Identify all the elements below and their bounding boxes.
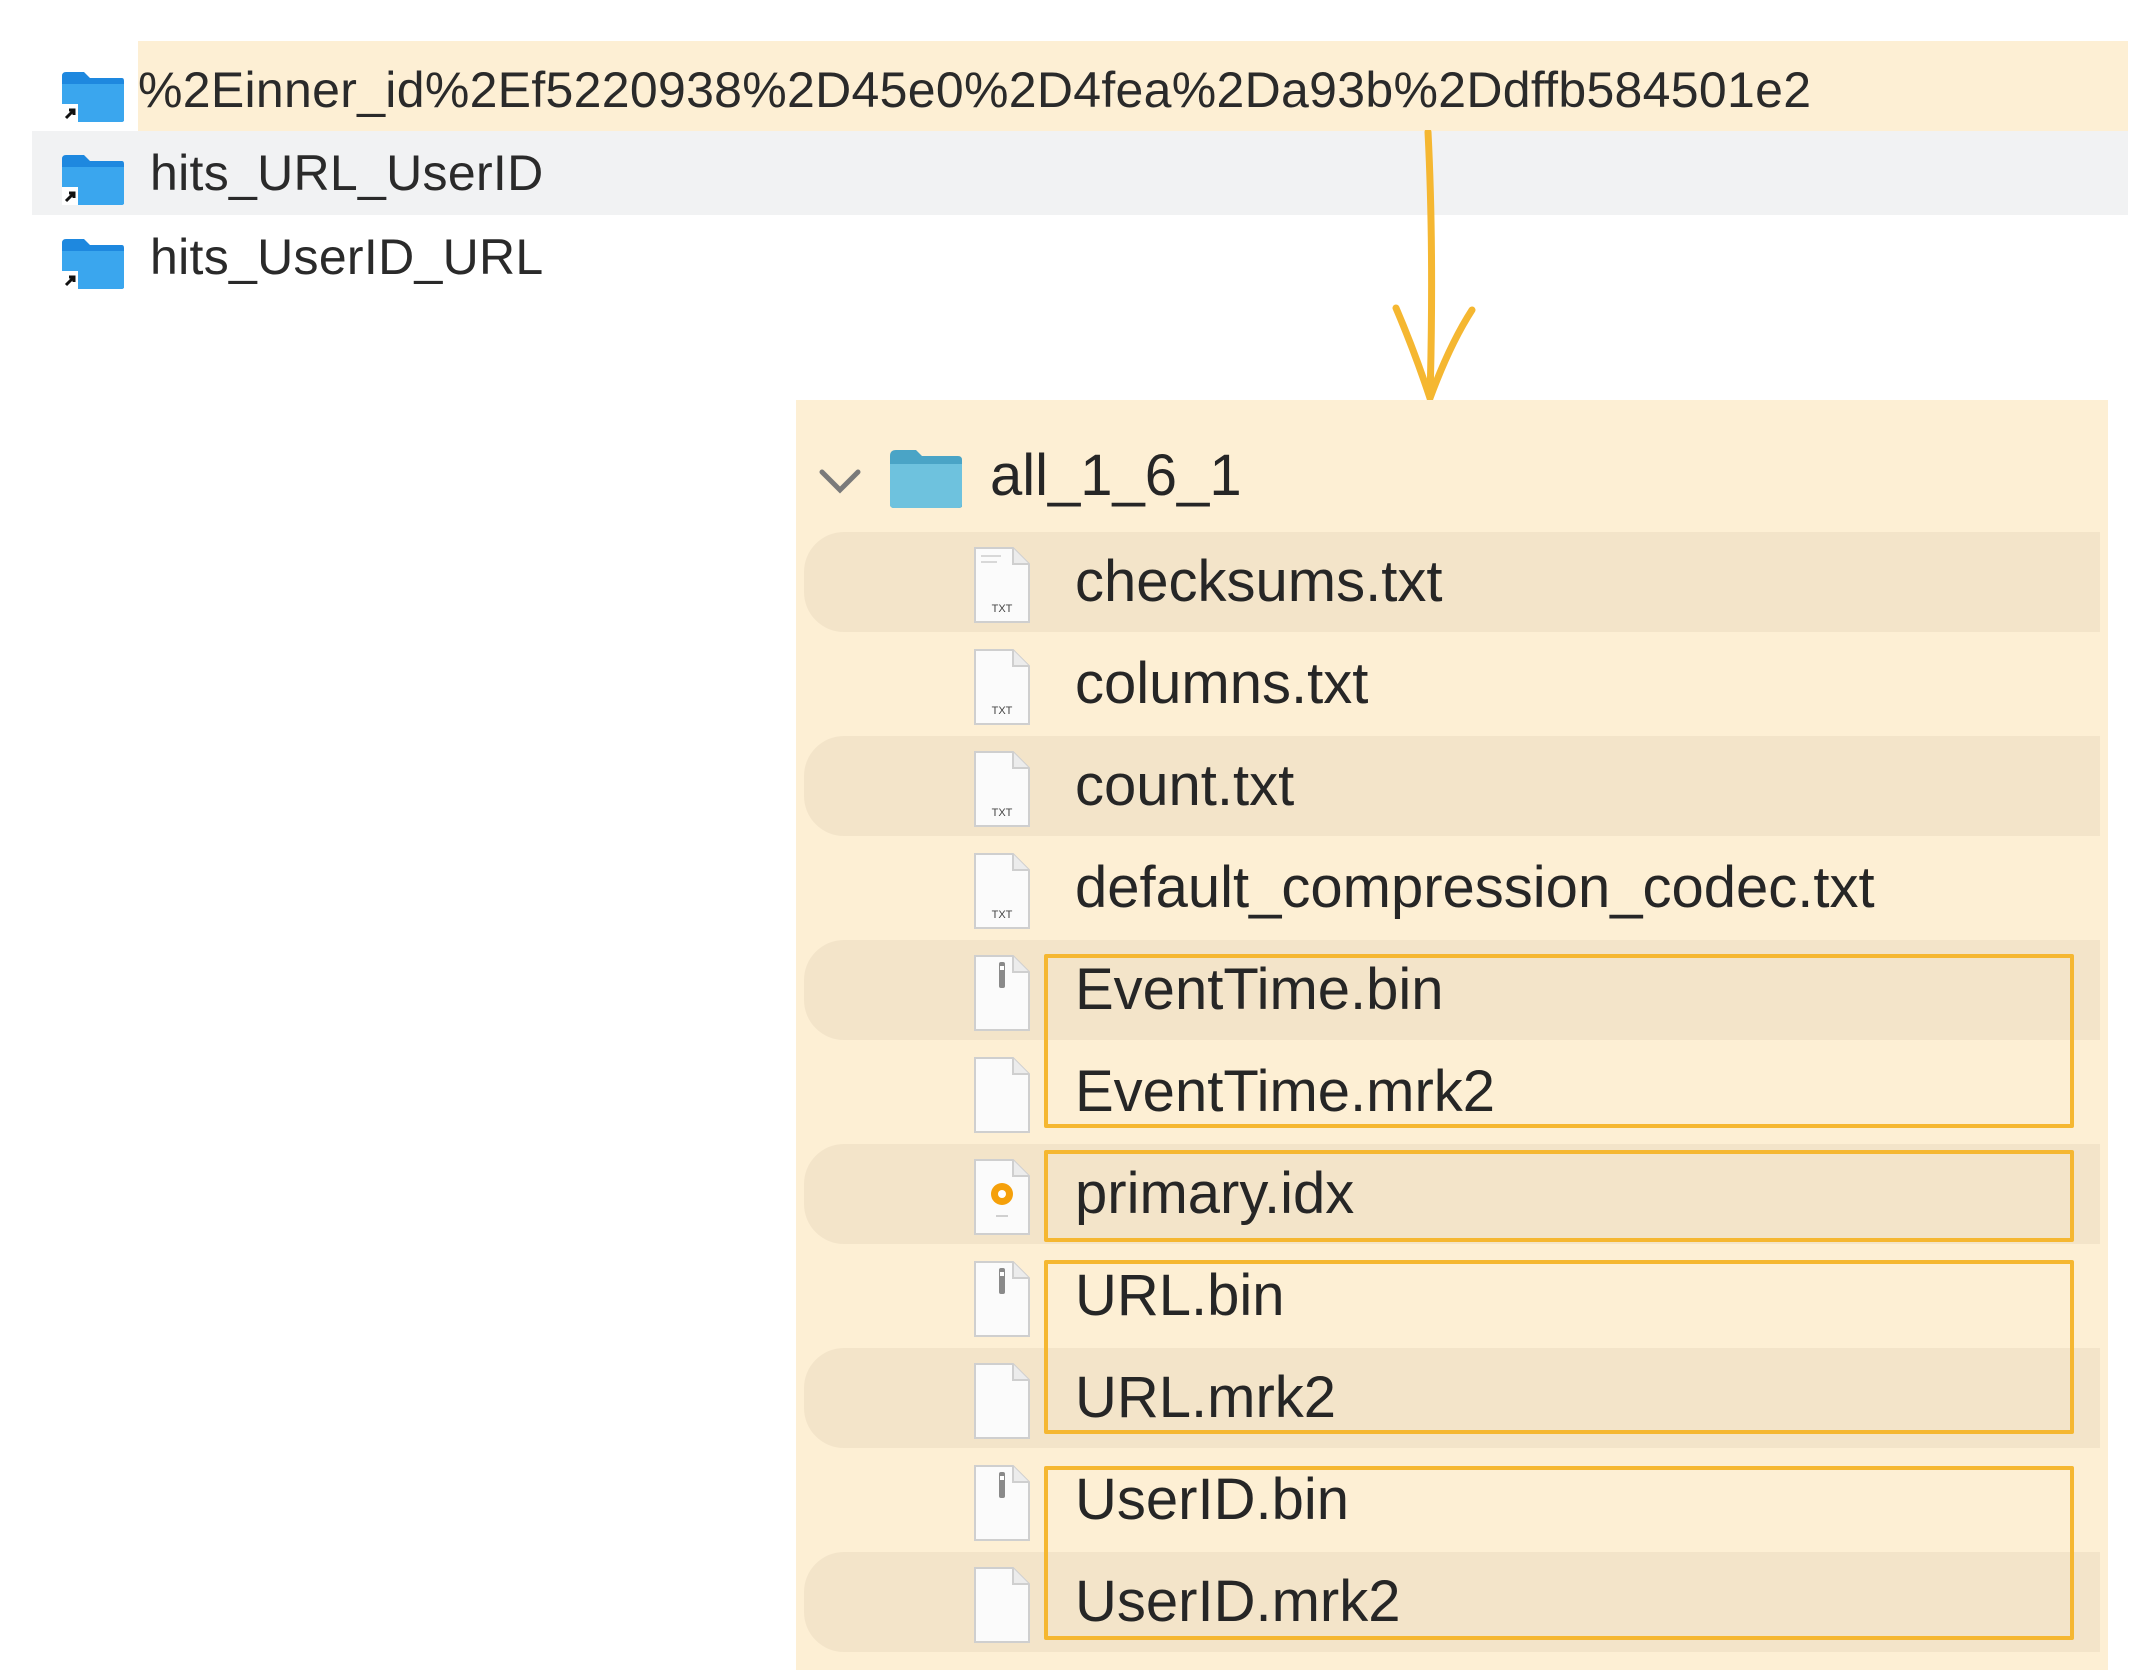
txt-label: TXT (992, 603, 1013, 615)
txt-label: TXT (992, 909, 1013, 921)
txt-file-icon: TXT (974, 547, 1030, 623)
binary-file-icon (974, 955, 1030, 1031)
url-group-outline (1044, 1260, 2074, 1434)
file-row[interactable]: TXT checksums.txt (804, 532, 2100, 632)
file-row[interactable]: TXT columns.txt (804, 634, 2100, 734)
file-name: checksums.txt (1075, 549, 1443, 614)
file-row[interactable]: UserID.mrk2 (804, 1552, 2100, 1652)
file-row[interactable]: URL.bin (804, 1246, 2100, 1346)
txt-label: TXT (992, 807, 1013, 819)
folder-name: all_1_6_1 (990, 443, 1242, 508)
folder-alias-icon (62, 239, 124, 289)
folder-name: hits_UserID_URL (150, 229, 544, 285)
folder-row-inner-id[interactable]: %2Einner_id%2Ef5220938%2D45e0%2D4fea%2Da… (32, 48, 2128, 132)
eventtime-group-outline (1044, 954, 2074, 1128)
file-name: count.txt (1075, 753, 1295, 818)
file-row[interactable]: TXT count.txt (804, 736, 2100, 836)
blank-file-icon (974, 1363, 1030, 1439)
txt-file-icon: TXT (974, 853, 1030, 929)
folder-row-hits-userid-url[interactable]: hits_UserID_URL (32, 215, 2128, 299)
txt-file-icon: TXT (974, 649, 1030, 725)
folder-name: %2Einner_id%2Ef5220938%2D45e0%2D4fea%2Da… (138, 62, 1812, 118)
blank-file-icon (974, 1057, 1030, 1133)
txt-label: TXT (992, 705, 1013, 717)
primary-idx-outline (1044, 1150, 2074, 1242)
file-name: UserID.mrk2 (1075, 1569, 1401, 1634)
binary-file-icon (974, 1261, 1030, 1337)
chevron-down-icon[interactable] (818, 466, 862, 496)
blank-file-icon (974, 1567, 1030, 1643)
file-name: default_compression_codec.txt (1075, 855, 1875, 920)
file-row[interactable]: EventTime.mrk2 (804, 1042, 2100, 1142)
folder-icon (890, 450, 962, 508)
folder-alias-icon (62, 72, 124, 122)
file-name: URL.bin (1075, 1263, 1285, 1328)
userid-group-outline (1044, 1466, 2074, 1640)
file-name: EventTime.mrk2 (1075, 1059, 1496, 1124)
folder-name: hits_URL_UserID (150, 145, 544, 201)
down-arrow-icon (1392, 130, 1476, 402)
file-row[interactable]: primary.idx (804, 1144, 2100, 1244)
file-row[interactable]: TXT default_compression_codec.txt (804, 838, 2100, 938)
txt-file-icon: TXT (974, 751, 1030, 827)
media-file-icon (974, 1159, 1030, 1235)
file-name: EventTime.bin (1075, 957, 1444, 1022)
file-name: primary.idx (1075, 1161, 1355, 1226)
folder-row-all-1-6-1[interactable]: all_1_6_1 (796, 430, 2108, 530)
binary-file-icon (974, 1465, 1030, 1541)
file-name: URL.mrk2 (1075, 1365, 1337, 1430)
file-name: UserID.bin (1075, 1467, 1349, 1532)
file-row[interactable]: UserID.bin (804, 1450, 2100, 1550)
selected-row-highlight (138, 41, 2128, 134)
folder-contents-panel: all_1_6_1 TXT checksums.txt TXT columns.… (796, 400, 2108, 1670)
folder-alias-icon (62, 155, 124, 205)
folder-row-hits-url-userid[interactable]: hits_URL_UserID (32, 131, 2128, 215)
file-name: columns.txt (1075, 651, 1369, 716)
